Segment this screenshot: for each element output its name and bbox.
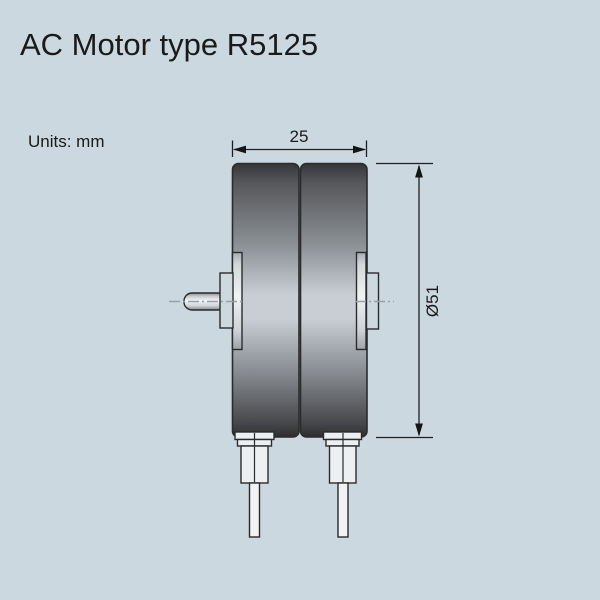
diameter-arrow-bottom [415, 423, 423, 437]
width-arrow-left [233, 145, 246, 154]
diameter-arrow-top [415, 164, 423, 178]
motor-body [231, 162, 368, 438]
width-dimension-label: 25 [290, 127, 309, 146]
terminal-left-wire [248, 482, 261, 538]
front-hub-plate [219, 272, 234, 329]
page-title: AC Motor type R5125 [20, 27, 319, 62]
diameter-dimension [376, 162, 433, 439]
units-label: Units: mm [28, 132, 105, 151]
width-dimension [231, 140, 368, 157]
terminal-right-wire [337, 482, 349, 538]
terminal-right [322, 431, 363, 538]
terminal-left [234, 431, 275, 538]
diameter-dimension-label: Ø51 [423, 285, 442, 317]
width-arrow-right [353, 145, 366, 154]
